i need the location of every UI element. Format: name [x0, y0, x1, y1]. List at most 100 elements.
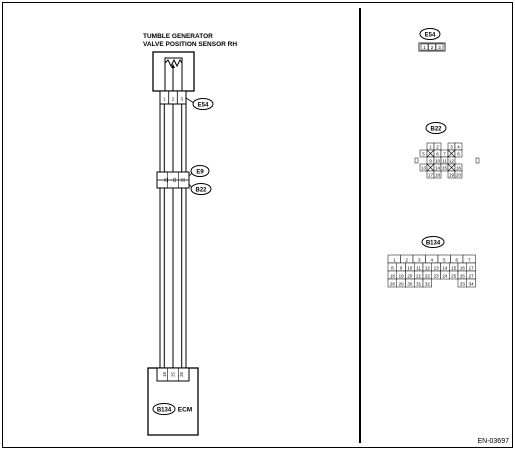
b22-pin-label: 16 [456, 166, 462, 171]
connector-view-b22-name: B22 [430, 127, 442, 133]
b22-pin-label: 17 [428, 173, 434, 178]
e54-view-pin: 3 [438, 45, 441, 50]
b134-pin-label: 27 [469, 274, 475, 279]
b134-cell [466, 278, 476, 288]
figure-code: EN-03697 [477, 438, 509, 445]
b134-pin-label: 32 [425, 282, 431, 287]
b22-pin-label: 8 [457, 152, 460, 157]
potentiometer-icon [164, 57, 183, 84]
b22-pin-label: 11 [442, 159, 447, 164]
b22-pin-label: 20 [456, 173, 462, 178]
b134-pin-label: 16 [460, 266, 466, 271]
b134-pin-label: 3 [418, 258, 421, 263]
connector-callout-b134: B134 [152, 403, 176, 415]
connector-callout-e54: E54 [192, 98, 214, 110]
b134-pin-label: 20 [407, 274, 413, 279]
leader-line [185, 97, 195, 104]
b22-pin-label: 6 [436, 152, 439, 157]
b22-pin-label: 18 [435, 173, 441, 178]
sensor-pin-1: 1 [163, 97, 166, 102]
ecm-pin-28: 28 [179, 372, 184, 377]
b134-pin-label: 21 [416, 274, 422, 279]
ecm-pin-19: 19 [162, 372, 167, 377]
b22-pin-label: 3 [450, 145, 453, 150]
b22-latch [475, 157, 480, 164]
svg-text:E9: E9 [196, 170, 204, 176]
b22-pin-label: 12 [449, 159, 455, 164]
b134-pin-label: 12 [425, 266, 431, 271]
connector-view-b134-name: B134 [426, 241, 441, 247]
connector-view-e54-callout [419, 28, 441, 40]
b22-blocked-cavity [426, 149, 435, 158]
b134-pin-label: 26 [460, 274, 466, 279]
sensor-component [152, 51, 195, 92]
svg-text:B22: B22 [195, 188, 207, 194]
connector-callout-e9: E9 [190, 165, 210, 177]
joint-pin-21: 21 [172, 177, 177, 182]
b134-pin-label: 7 [468, 258, 471, 263]
b134-pin-label: 34 [469, 282, 475, 287]
b134-pin-label: 19 [399, 274, 405, 279]
b134-pin-label: 6 [455, 258, 458, 263]
b134-pin-label: 23 [434, 274, 440, 279]
svg-text:B134: B134 [157, 408, 172, 414]
joint-connector: 20 21 22 [156, 171, 190, 189]
connector-view-e54-name: E54 [425, 33, 436, 39]
b134-pin-label: 8 [391, 266, 394, 271]
b22-blocked-cavity [426, 163, 435, 172]
wire-harness [159, 104, 187, 368]
svg-text:E54: E54 [198, 103, 209, 109]
b134-pin-label: 25 [451, 274, 457, 279]
b134-pin-label: 10 [407, 266, 413, 271]
b134-pin-label: 24 [442, 274, 448, 279]
ecm-label: ECM [178, 407, 192, 414]
b134-pin-label: 14 [442, 266, 448, 271]
b134-pin-label: 13 [434, 266, 440, 271]
b134-pin-label: 30 [407, 282, 413, 287]
b134-pin-label: 1 [393, 258, 396, 263]
b134-pin-label: 33 [460, 282, 466, 287]
b22-pin-label: 15 [442, 166, 448, 171]
b134-pin-label: 18 [390, 274, 396, 279]
b134-pin-label: 2 [405, 258, 408, 263]
b22-latch [414, 157, 419, 164]
b22-pin-label: 5 [422, 152, 425, 157]
b22-cell [433, 170, 442, 179]
b22-pin-label: 1 [429, 145, 432, 150]
b134-pin-label: 17 [469, 266, 475, 271]
b134-pin-label: 4 [430, 258, 433, 263]
sensor-pin-3: 3 [180, 97, 183, 102]
b134-pin-label: 22 [425, 274, 431, 279]
b134-pin-label: 11 [416, 266, 421, 271]
b22-blocked-cavity [447, 163, 456, 172]
b22-pin-label: 13 [421, 166, 427, 171]
connector-view-e54: E54 1 2 3 [418, 28, 446, 52]
b22-pin-label: 14 [435, 166, 441, 171]
b134-pin-label: 29 [399, 282, 405, 287]
connector-view-b134-callout [421, 236, 445, 248]
b134-cell [422, 278, 432, 288]
b22-pin-label: 9 [429, 159, 432, 164]
b22-pin-label: 10 [435, 159, 441, 164]
b22-pin-label: 4 [457, 145, 460, 150]
ecm-component: 19 25 28 B134 ECM [147, 367, 199, 436]
joint-pin-22: 22 [181, 177, 186, 182]
sensor-title-line2: VALVE POSITION SENSOR RH [143, 41, 237, 48]
b134-pin-label: 9 [400, 266, 403, 271]
sensor-pin-2: 2 [172, 97, 175, 102]
e54-view-pin: 1 [423, 45, 426, 50]
e54-view-pin: 2 [431, 45, 434, 50]
b22-pin-label: 19 [449, 173, 455, 178]
b22-cell [454, 170, 463, 179]
ecm-pin-25: 25 [171, 372, 176, 377]
connector-view-b22-callout [425, 122, 447, 134]
b22-pin-label: 2 [436, 145, 439, 150]
b22-pin-label: 7 [443, 152, 446, 157]
